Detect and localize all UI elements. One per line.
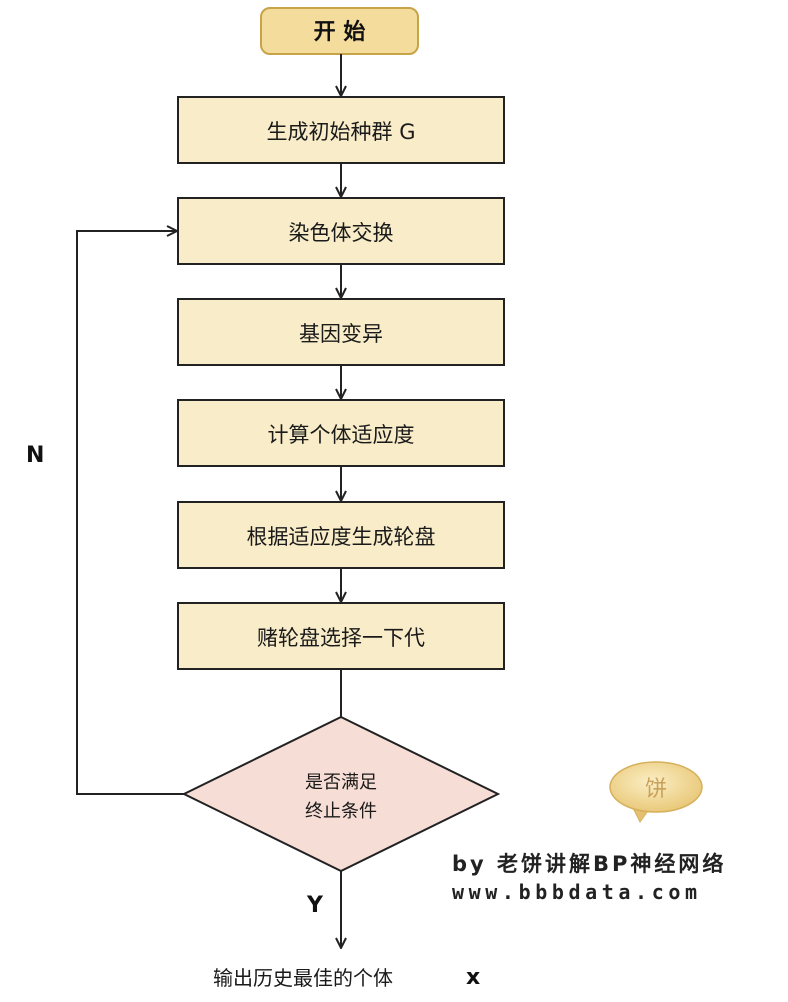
output-label: 输出历史最佳的个体 bbox=[213, 966, 393, 990]
step-mutation-label: 基因变异 bbox=[299, 322, 383, 346]
decision-node bbox=[181, 715, 501, 873]
badge-glyph: 饼 bbox=[645, 777, 667, 802]
step-roulette-label: 根据适应度生成轮盘 bbox=[247, 525, 436, 549]
step-fitness-label: 计算个体适应度 bbox=[268, 423, 415, 447]
decision-label-line1: 是否满足 bbox=[305, 772, 377, 793]
decision-label-line2: 终止条件 bbox=[305, 801, 377, 822]
branch-yes-label: Y bbox=[306, 893, 324, 918]
start-label: 开 始 bbox=[314, 19, 366, 45]
step-roulette bbox=[177, 501, 505, 569]
step-crossover-label: 染色体交换 bbox=[289, 221, 394, 245]
step-fitness bbox=[177, 399, 505, 467]
watermark-badge: 饼 bbox=[609, 761, 703, 823]
step-mutation bbox=[177, 298, 505, 366]
loop-back-arrow bbox=[76, 231, 184, 795]
watermark-line1: by 老饼讲解BP神经网络 bbox=[452, 852, 727, 876]
start-node bbox=[260, 7, 419, 55]
badge-bubble bbox=[609, 761, 703, 813]
step-selection-label: 赌轮盘选择一下代 bbox=[257, 626, 425, 650]
output-variable: x bbox=[466, 965, 480, 990]
watermark-url: www.bbbdata.com bbox=[452, 880, 702, 904]
branch-no-label: N bbox=[26, 443, 44, 468]
step-init-population-label: 生成初始种群 G bbox=[267, 120, 416, 144]
